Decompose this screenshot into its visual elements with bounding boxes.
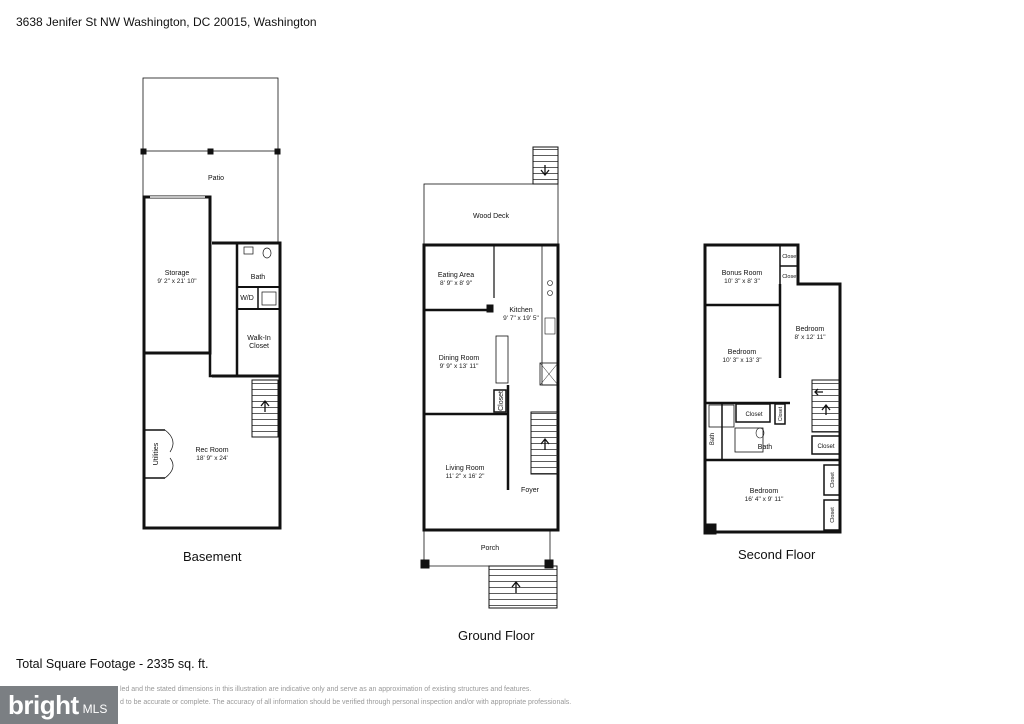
room-label-bath: Bath [251, 274, 266, 281]
room-label-closet-d: Closet [778, 406, 784, 421]
room-dim-rec-room: 18' 9" x 24' [196, 455, 228, 462]
room-label-bath-b: Bath [758, 444, 773, 451]
room-label-wood-deck: Wood Deck [473, 213, 510, 220]
room-label-closet-f: Closet [830, 472, 836, 488]
logo-word: bright [8, 689, 79, 720]
disclaimer-line-1: led and the stated dimensions in this il… [120, 686, 532, 693]
bright-mls-logo: bright MLS [0, 686, 118, 724]
room-label-closet-e: Closet [817, 444, 834, 450]
logo-suffix: MLS [82, 702, 108, 716]
room-label-dining-room: Dining Room [439, 355, 480, 362]
room-label-porch: Porch [481, 545, 499, 552]
room-dim-eating-area: 8' 9" x 8' 9" [440, 280, 473, 287]
room-label-closet: Closet [498, 391, 505, 411]
room-label-closet-a: Closet [782, 254, 798, 260]
room-label-closet-b: Closet [782, 274, 798, 280]
room-dim-bedroom-mid: 10' 3" x 13' 3" [722, 357, 762, 364]
second-floor-caption: Second Floor [738, 547, 816, 562]
room-label-walkin-closet: Closet [249, 343, 269, 350]
disclaimer-line-2: d to be accurate or complete. The accura… [120, 699, 572, 706]
room-label-utilities: Utilities [153, 442, 160, 465]
room-dim-bedroom-large: 16' 4" x 9' 11" [745, 496, 784, 503]
room-label-bath-a: Bath [710, 433, 716, 445]
room-label-rec-room: Rec Room [195, 447, 228, 454]
room-label-closet-c: Closet [745, 412, 762, 418]
room-label-kitchen: Kitchen [509, 307, 532, 314]
room-label-wd: W/D [240, 295, 254, 302]
total-square-footage: Total Square Footage - 2335 sq. ft. [16, 657, 209, 671]
room-dim-storage: 9' 2" x 21' 10" [157, 278, 197, 285]
room-label-bonus-room: Bonus Room [722, 270, 763, 277]
room-label-walkin: Walk-In [247, 335, 271, 342]
room-label-bedroom-small: Bedroom [796, 326, 825, 333]
room-label-foyer: Foyer [521, 487, 540, 494]
room-label-patio: Patio [208, 175, 224, 182]
room-label-closet-g: Closet [830, 507, 836, 523]
room-label-storage: Storage [165, 270, 190, 277]
room-label-living-room: Living Room [446, 465, 485, 472]
basement-labels: Patio Storage 9' 2" x 21' 10" Bath W/D W… [153, 175, 271, 465]
basement-plan [140, 77, 282, 530]
second-floor-plan [703, 243, 842, 535]
ground-floor-labels: Wood Deck Eating Area 8' 9" x 8' 9" Kitc… [438, 213, 540, 552]
ground-floor-caption: Ground Floor [458, 628, 535, 643]
basement-caption: Basement [183, 549, 242, 564]
room-label-bedroom-large: Bedroom [750, 488, 779, 495]
room-dim-bedroom-small: 8' x 12' 11" [794, 334, 826, 341]
room-dim-dining-room: 9' 9" x 13' 11" [440, 363, 479, 370]
room-dim-kitchen: 9' 7" x 19' 5" [503, 315, 539, 322]
room-dim-bonus-room: 10' 3" x 8' 3" [724, 278, 760, 285]
listing-address: 3638 Jenifer St NW Washington, DC 20015,… [16, 15, 317, 29]
room-label-bedroom-mid: Bedroom [728, 349, 757, 356]
ground-floor-plan [420, 146, 560, 609]
second-floor-labels: Closet Closet Bonus Room 10' 3" x 8' 3" … [710, 254, 836, 523]
room-dim-living-room: 11' 2" x 16' 2" [446, 473, 485, 480]
room-label-eating-area: Eating Area [438, 272, 474, 279]
